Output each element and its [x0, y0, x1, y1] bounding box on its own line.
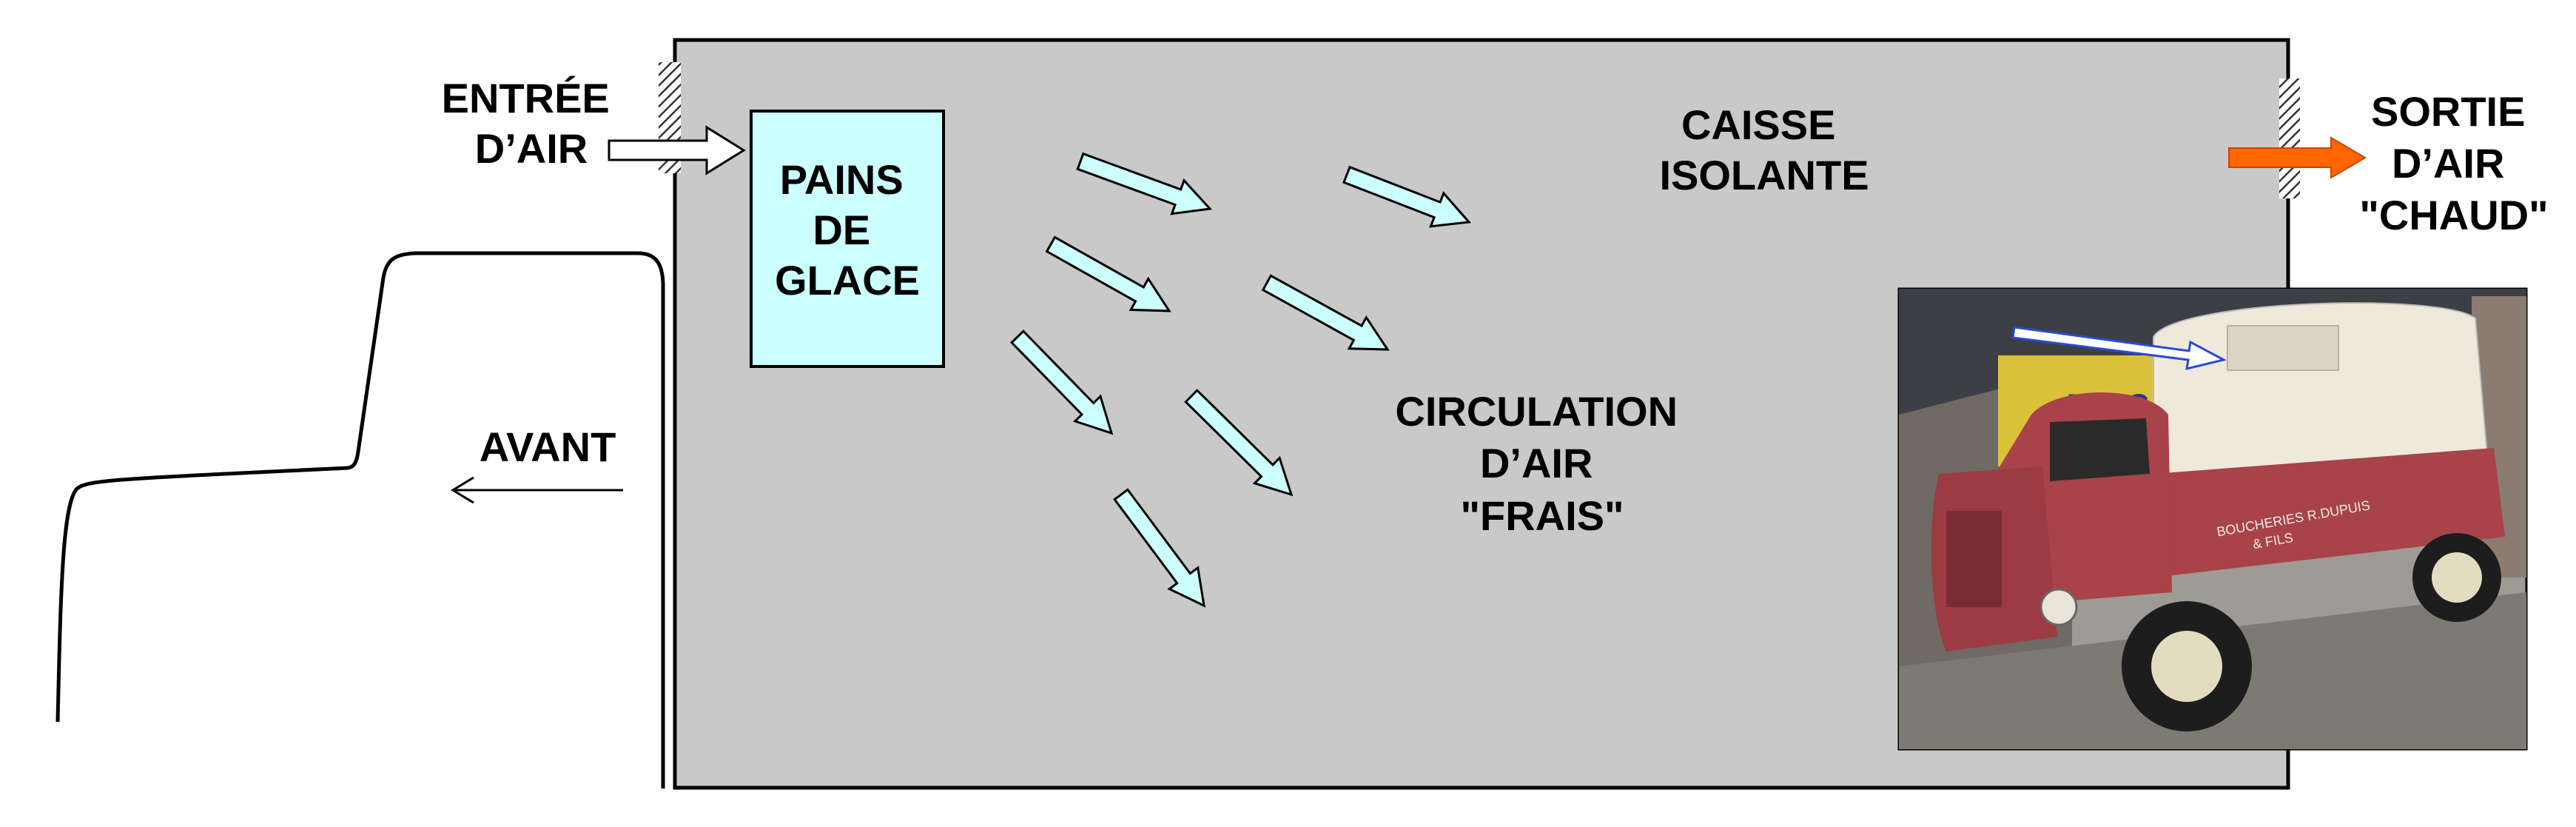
air-inlet-arrow	[608, 125, 746, 175]
truck-photo: TARG BOUCHERIES R.DUPUIS & FILS	[1897, 287, 2528, 751]
front-direction-arrow	[451, 476, 623, 504]
truck-cab-outline	[56, 251, 665, 789]
cold-air-arrow-7	[1113, 488, 1205, 608]
cold-air-arrows	[1009, 152, 1472, 608]
air-outlet-label: SORTIE D’AIR "CHAUD"	[2359, 88, 2548, 238]
photo-vent-arrow	[2011, 326, 2227, 370]
hot-air-outlet-arrow	[2228, 136, 2367, 179]
air-outlet-vent	[2279, 78, 2300, 198]
front-label: AVANT	[480, 423, 616, 470]
air-inlet-label: ENTRÉE D’AIR	[442, 75, 622, 172]
air-circulation-label: CIRCULATION D’AIR "FRAIS"	[1395, 388, 1689, 539]
insulated-box-label: CAISSE ISOLANTE	[1659, 101, 1869, 198]
cold-air-arrow-6	[1184, 389, 1294, 497]
cold-air-arrow-5	[1009, 329, 1114, 435]
ice-block	[750, 110, 945, 368]
cold-air-arrow-1	[1076, 152, 1213, 215]
cold-air-arrow-4	[1261, 274, 1390, 351]
cold-air-arrow-2	[1342, 165, 1472, 228]
ice-block-label: PAINS DE GLACE	[775, 156, 920, 304]
cold-air-arrow-3	[1045, 235, 1171, 312]
